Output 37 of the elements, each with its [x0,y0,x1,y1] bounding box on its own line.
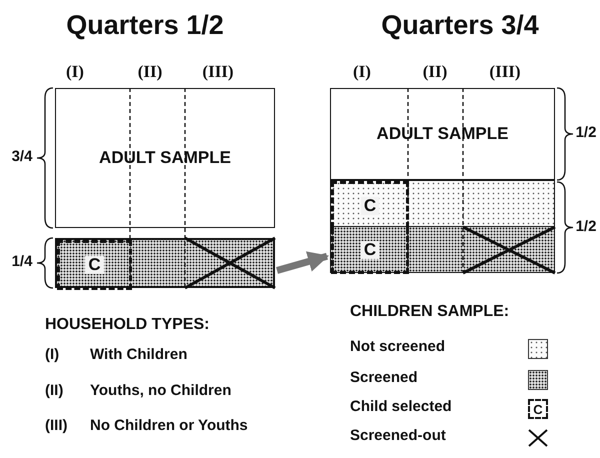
column-label: (I) [66,62,84,82]
column-label: (I) [353,62,371,82]
type-description: Youths, no Children [90,382,232,399]
sample-label: ADULT SAMPLE [99,148,231,168]
arrow [276,251,330,274]
legend-text: Screened [350,369,418,386]
column-label: (II) [422,62,448,82]
legend-text: Screened-out [350,427,446,444]
child-selected-box [331,181,409,228]
type-number: (I) [45,346,60,363]
screened-strip [55,238,275,288]
fraction-label: 1/2 [576,218,596,235]
fraction-label: 1/4 [12,253,32,270]
swatch-letter: C [533,402,543,416]
type-number: (II) [45,382,64,399]
cell-label: C [360,197,380,215]
fraction-label: 3/4 [12,148,32,165]
sample-box [55,88,275,228]
column-label: (III) [202,62,234,82]
type-description: No Children or Youths [90,417,248,434]
panel-heading: Quarters 1/2 [66,10,224,41]
children-sample-block [330,180,555,273]
legend-heading: CHILDREN SAMPLE: [350,303,510,321]
column-label: (II) [138,62,162,82]
legend-text: Child selected [350,398,452,415]
type-number: (III) [45,417,68,434]
sample-label: ADULT SAMPLE [376,124,508,144]
sample-box [330,88,555,180]
legend-text: Not screened [350,338,446,355]
panel-heading: Quarters 3/4 [381,10,539,41]
child-selected-box [331,228,409,274]
type-description: With Children [90,346,188,363]
fraction-label: 1/2 [576,124,596,141]
section-heading: HOUSEHOLD TYPES: [45,316,210,334]
cell-label: C [85,256,104,274]
column-label: (III) [489,62,521,82]
child-selected-box [57,240,132,290]
